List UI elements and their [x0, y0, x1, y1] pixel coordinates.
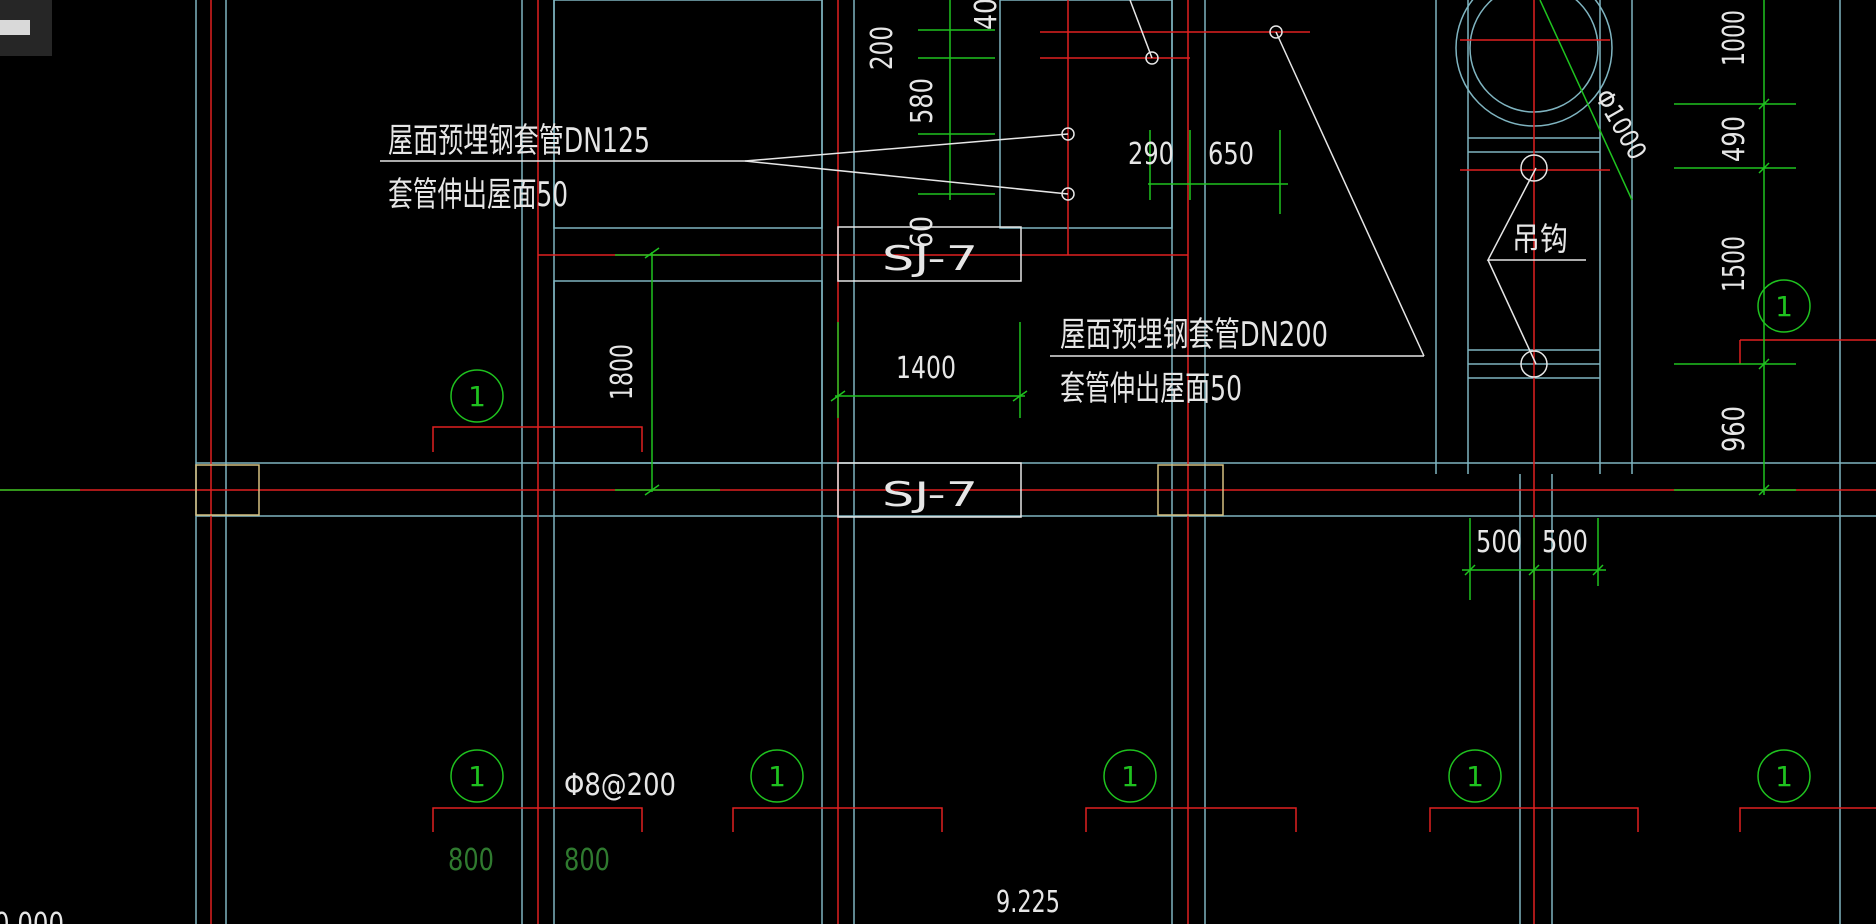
elevation-base: 0.000	[0, 907, 64, 924]
dim-800-a: 800	[448, 843, 494, 878]
wall-outlines	[195, 0, 1876, 924]
leaders	[380, 0, 1586, 518]
note-sleeve-dn200: 屋面预埋钢套管DN200	[1060, 315, 1328, 355]
dim-650: 650	[1208, 137, 1254, 172]
section-marker: 1	[1466, 760, 1484, 793]
tag-opening-top: SJ-7	[882, 239, 978, 279]
dim-500-a: 500	[1476, 525, 1522, 560]
note-sleeve-dn125: 屋面预埋钢套管DN125	[388, 121, 650, 161]
note-rebar: Φ8@200	[564, 768, 676, 803]
dim-1500: 1500	[1717, 236, 1752, 292]
section-marker: 1	[1121, 760, 1139, 793]
dim-800-b: 800	[564, 843, 610, 878]
dim-500-b: 500	[1542, 525, 1588, 560]
dim-200: 200	[865, 26, 900, 70]
viewport-menu-button[interactable]	[0, 0, 52, 56]
dim-40: 40	[969, 0, 1004, 30]
menu-bar-icon	[0, 20, 30, 35]
dim-580: 580	[905, 78, 940, 124]
dim-1000: 1000	[1717, 10, 1752, 66]
columns	[195, 464, 1224, 516]
dim-960: 960	[1717, 406, 1752, 452]
note-hook: 吊钩	[1512, 220, 1568, 258]
dim-490: 490	[1717, 116, 1752, 162]
section-marker: 1	[768, 760, 786, 793]
dim-290: 290	[1128, 137, 1174, 172]
section-marker: 1	[468, 760, 486, 793]
dim-1400: 1400	[896, 351, 956, 386]
note-sleeve-dn125-ext: 套管伸出屋面50	[388, 175, 568, 215]
note-sleeve-dn200-ext: 套管伸出屋面50	[1060, 369, 1242, 409]
dim-1800: 1800	[605, 344, 640, 400]
section-marker: 1	[1775, 760, 1793, 793]
elevation-slab: 9.225	[996, 885, 1060, 920]
section-marker: 1	[1775, 290, 1793, 323]
dimension-lines	[0, 0, 1811, 803]
section-marker: 1	[468, 380, 486, 413]
tag-opening-bottom: SJ-7	[882, 475, 978, 515]
dim-60: 60	[905, 216, 940, 248]
